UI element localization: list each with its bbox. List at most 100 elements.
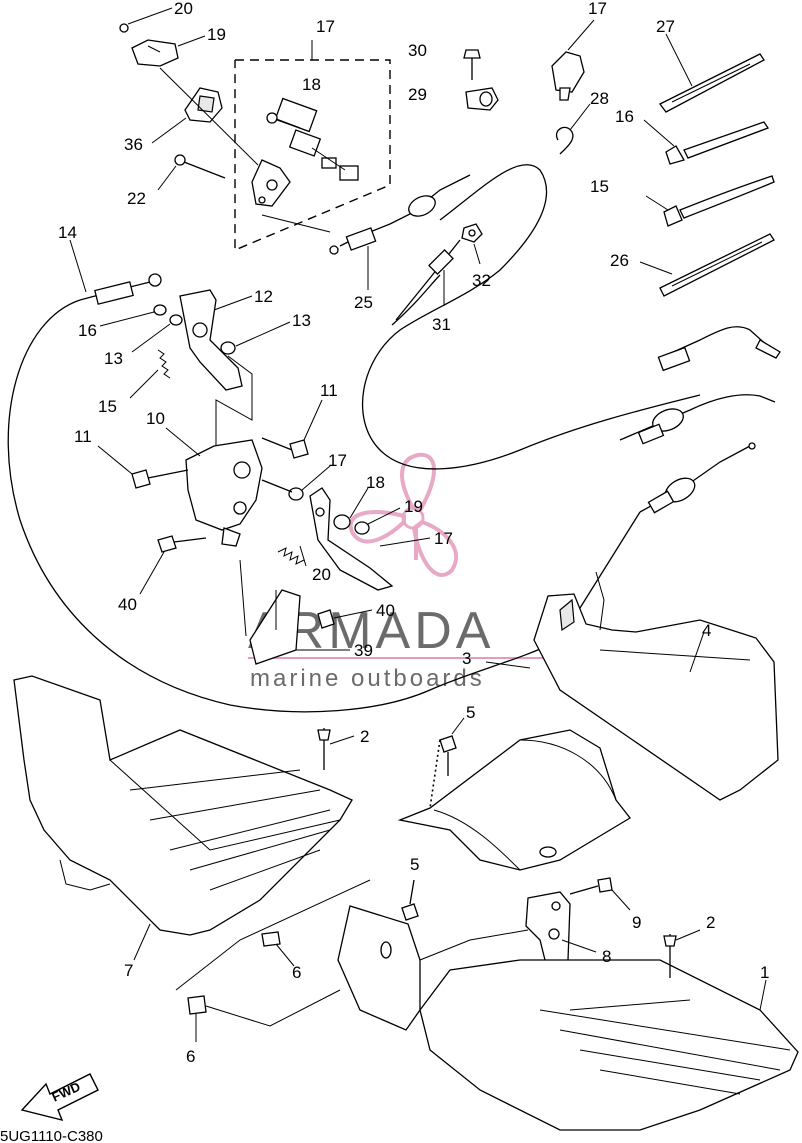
- tie-23: [639, 233, 775, 297]
- cable-30: [329, 174, 471, 290]
- bolt-35: [463, 49, 481, 80]
- clamp-27: [131, 35, 206, 67]
- bolt-11-right: [261, 399, 323, 459]
- callout-17-upper: 17: [328, 451, 347, 470]
- bolt-29: [157, 154, 226, 191]
- callout-10: 10: [146, 409, 165, 428]
- grommet-38: [151, 87, 223, 144]
- callout-6-right: 6: [292, 963, 301, 982]
- callout-35: 30: [408, 41, 427, 60]
- callout-11-right: 11: [320, 381, 338, 400]
- callout-2-upper: 2: [360, 727, 369, 746]
- callout-38: 36: [124, 135, 143, 154]
- callout-30: 25: [354, 293, 373, 312]
- deck-7: [13, 675, 353, 961]
- callout-labels: 20 19 36 22 17 18 30 29 17 28 27 16 15 2…: [58, 0, 769, 1066]
- clip-6-lower: [187, 995, 207, 1042]
- callout-18: 19: [404, 497, 423, 516]
- switch-26: [266, 97, 359, 181]
- clamp-34: [465, 87, 499, 111]
- callout-13-right: 13: [292, 311, 311, 330]
- stud-2-lower: [663, 929, 701, 978]
- callout-40-right: 40: [376, 601, 395, 620]
- callout-12: 12: [254, 287, 273, 306]
- callout-16: 17: [434, 529, 453, 548]
- callout-5-lower: 5: [410, 855, 419, 874]
- washer-17-upper: [288, 465, 331, 501]
- callout-11-left: 11: [74, 427, 92, 446]
- fwd-arrow-icon: FWD: [20, 1073, 99, 1122]
- cover-3: [397, 661, 631, 871]
- cable-loops: [7, 164, 701, 713]
- bolt-5-upper: [439, 717, 465, 776]
- callout-5-upper: 5: [466, 703, 475, 722]
- callout-21-33: 15: [590, 177, 609, 196]
- clip-6-right: [261, 931, 295, 967]
- propeller-icon: [348, 452, 459, 577]
- callout-36: 31: [432, 315, 451, 334]
- callout-26: 18: [302, 75, 321, 94]
- washer-14: [99, 304, 167, 327]
- clip-32: [555, 103, 591, 155]
- bracket-39: [239, 559, 350, 665]
- callout-1: 1: [760, 963, 769, 982]
- callout-2-lower: 2: [706, 913, 715, 932]
- washer-17-lower: [333, 487, 369, 530]
- cable-end-upper: [657, 326, 781, 372]
- callout-7: 7: [124, 961, 133, 980]
- cable-end-lower: [639, 442, 756, 514]
- callout-9: 9: [632, 913, 641, 932]
- nut-37: [461, 223, 483, 265]
- callout-22: 16: [615, 107, 634, 126]
- callout-13-left: 13: [104, 349, 123, 368]
- callout-37: 32: [472, 271, 491, 290]
- callout-3: 3: [462, 649, 471, 668]
- bracket-10: [165, 427, 263, 547]
- bolt-5-lower: [401, 879, 419, 921]
- callout-19: 20: [312, 565, 331, 584]
- callout-15: 15: [98, 397, 117, 416]
- washer-13-left: [131, 314, 183, 353]
- bracket-panel: [337, 905, 529, 1031]
- callout-31: 27: [656, 17, 675, 36]
- spring-19: [277, 545, 307, 567]
- callout-17-lower: 18: [366, 473, 385, 492]
- callout-4: 4: [702, 621, 711, 640]
- spring-15: [129, 349, 171, 399]
- callout-27: 19: [207, 25, 226, 44]
- callout-8: 8: [602, 947, 611, 966]
- callout-39: 39: [354, 641, 373, 660]
- callout-34: 29: [408, 85, 427, 104]
- callout-40-left: 40: [118, 595, 137, 614]
- deck-1: [419, 959, 799, 1131]
- bracket-8: [525, 891, 597, 977]
- washer-18: [354, 507, 401, 535]
- callout-29: 22: [127, 189, 146, 208]
- bolt-11-left: [97, 445, 189, 489]
- cable-end-middle: [619, 394, 776, 445]
- lever-bracket-25: [251, 159, 331, 233]
- callout-14: 16: [78, 321, 97, 340]
- assembly-box-25: [234, 40, 391, 252]
- cable-20-end: [69, 239, 162, 305]
- bolt-40-right: [317, 609, 373, 629]
- screw-28: [119, 7, 173, 33]
- callout-20: 14: [58, 223, 77, 242]
- washer-13-right: [220, 321, 291, 355]
- stud-2-upper: [317, 728, 355, 770]
- callout-6-lower: 6: [186, 1047, 195, 1066]
- lever-16: [309, 487, 394, 591]
- holder-24: [551, 19, 595, 101]
- callout-25: 17: [316, 17, 335, 36]
- drawing-code: 5UG1110-C380: [0, 1128, 103, 1143]
- tie-21: [645, 175, 775, 227]
- bolt-40-left: [139, 535, 207, 595]
- tie-31: [659, 33, 765, 113]
- bolt-9: [569, 877, 631, 911]
- callout-32: 28: [590, 89, 609, 108]
- watermark-tagline: marine outboards: [250, 665, 485, 692]
- lever-12: [179, 289, 253, 391]
- callout-24: 17: [588, 0, 607, 18]
